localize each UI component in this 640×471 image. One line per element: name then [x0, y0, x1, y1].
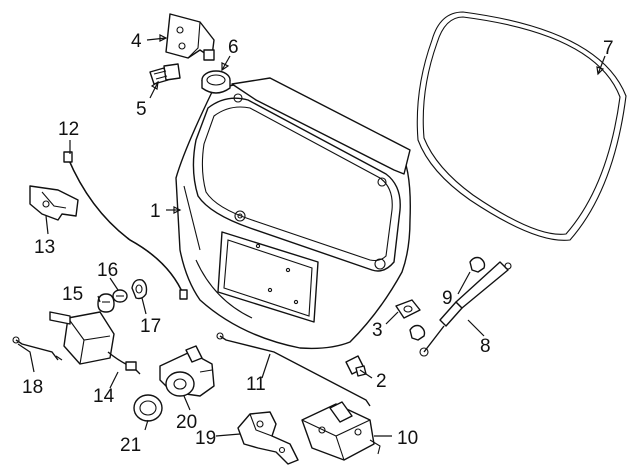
weatherstrip-part [416, 11, 627, 241]
callout-12: 12 [58, 119, 79, 140]
bumper-stop-part [345, 355, 367, 377]
callout-13: 13 [34, 237, 55, 258]
hinge-part [165, 13, 215, 61]
callout-6: 6 [228, 37, 239, 58]
hinge-cap-part [201, 70, 231, 94]
ball-stud-part [395, 299, 421, 319]
cable-bracket-part [29, 185, 79, 221]
callout-10: 10 [397, 428, 418, 449]
lock-actuator-part [49, 311, 141, 375]
callout-18: 18 [22, 377, 43, 398]
callout-20: 20 [176, 412, 197, 433]
callout-15: 15 [62, 284, 83, 305]
callout-2: 2 [376, 371, 387, 392]
callout-11: 11 [246, 374, 266, 395]
release-cable-part [63, 151, 188, 300]
actuator-clip-part [97, 293, 115, 313]
callout-4: 4 [131, 31, 142, 52]
callout-19: 19 [195, 428, 216, 449]
callout-1: 1 [150, 201, 161, 222]
callout-16: 16 [97, 260, 118, 281]
rod-clip-part [112, 289, 128, 303]
callout-labels: 1 2 3 4 5 6 7 8 9 10 11 12 13 14 15 16 1… [22, 31, 614, 456]
lock-cylinder-part [159, 345, 215, 397]
latch-rod-part [216, 332, 371, 407]
callout-14: 14 [93, 386, 115, 407]
cylinder-bezel-part [133, 394, 163, 422]
grommet-part [131, 278, 148, 300]
leader-lines [17, 34, 606, 437]
hinge-bolt-part [149, 63, 181, 85]
callout-8: 8 [480, 336, 491, 357]
upper-ball-stud-part [409, 256, 486, 341]
callout-21: 21 [120, 435, 141, 456]
lift-support-part [419, 261, 512, 357]
liftgate-panel-part [175, 77, 411, 350]
callout-7: 7 [603, 38, 614, 59]
latch-part [301, 401, 381, 461]
callout-3: 3 [372, 320, 383, 341]
callout-9: 9 [442, 288, 453, 309]
callout-5: 5 [136, 99, 147, 120]
actuator-rod-part [12, 336, 63, 361]
latch-bracket-part [237, 411, 299, 465]
callout-17: 17 [140, 316, 161, 337]
